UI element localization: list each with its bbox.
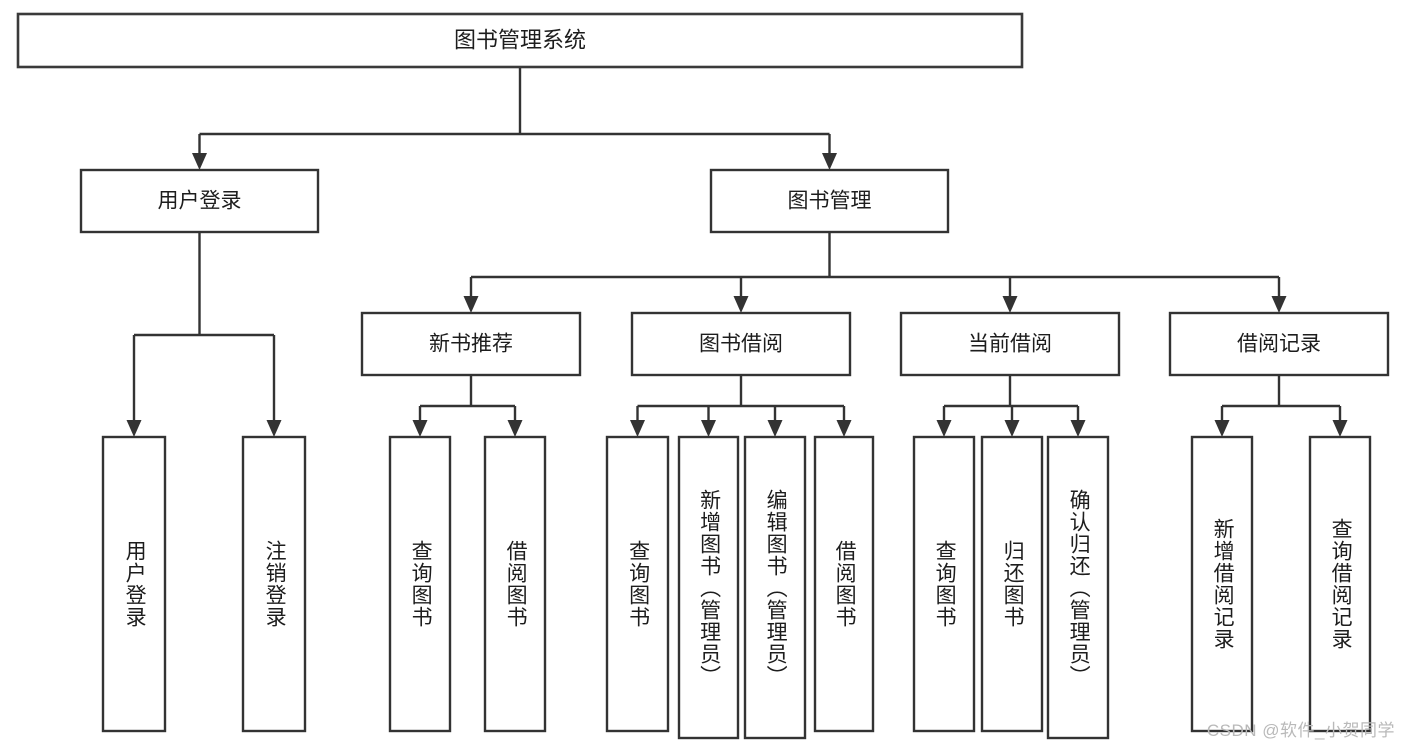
node-level3-3[interactable] bbox=[1168, 311, 1390, 377]
node-leaf-9[interactable] bbox=[980, 435, 1044, 733]
node-leaf-2[interactable] bbox=[388, 435, 452, 733]
arrow-head-icon bbox=[1002, 296, 1018, 313]
node-leaf-0[interactable] bbox=[101, 435, 167, 733]
arrow-head-icon bbox=[767, 420, 783, 437]
arrow-head-icon bbox=[701, 420, 716, 437]
box-layer bbox=[16, 12, 1390, 740]
node-level3-0[interactable] bbox=[360, 311, 582, 377]
node-level3-label-2: 当前借阅 bbox=[968, 333, 1052, 356]
arrow-head-icon bbox=[1214, 420, 1230, 437]
node-level3-1[interactable] bbox=[630, 311, 852, 377]
node-level3-label-3: 借阅记录 bbox=[1237, 333, 1321, 356]
arrow-head-icon bbox=[630, 420, 645, 437]
node-level3-label-0: 新书推荐 bbox=[429, 333, 513, 356]
node-leaf-7[interactable] bbox=[813, 435, 875, 733]
arrow-head-icon bbox=[507, 420, 523, 437]
node-level2-0[interactable] bbox=[79, 168, 320, 234]
node-level3-2[interactable] bbox=[899, 311, 1121, 377]
arrow-head-icon bbox=[1332, 420, 1348, 437]
node-root[interactable] bbox=[16, 12, 1024, 69]
arrow-head-icon bbox=[822, 153, 837, 170]
node-leaf-8[interactable] bbox=[912, 435, 976, 733]
arrow-head-icon bbox=[126, 420, 142, 437]
node-leaf-10[interactable] bbox=[1046, 435, 1110, 740]
connector-layer bbox=[126, 67, 1348, 437]
arrow-head-icon bbox=[266, 420, 282, 437]
arrow-head-icon bbox=[836, 420, 852, 437]
arrow-head-icon bbox=[1070, 420, 1086, 437]
node-leaf-4[interactable] bbox=[605, 435, 670, 733]
node-leaf-12[interactable] bbox=[1308, 435, 1372, 733]
arrow-head-icon bbox=[733, 296, 749, 313]
node-level2-1[interactable] bbox=[709, 168, 950, 234]
arrow-head-icon bbox=[936, 420, 952, 437]
watermark: CSDN @软件_小贺同学 bbox=[1206, 721, 1395, 740]
node-leaf-11[interactable] bbox=[1190, 435, 1254, 733]
node-level3-label-1: 图书借阅 bbox=[699, 333, 783, 356]
arrow-head-icon bbox=[1271, 296, 1287, 313]
node-leaf-6[interactable] bbox=[743, 435, 807, 740]
arrow-head-icon bbox=[463, 296, 479, 313]
node-leaf-3[interactable] bbox=[483, 435, 547, 733]
node-leaf-1[interactable] bbox=[241, 435, 307, 733]
arrow-head-icon bbox=[1004, 420, 1020, 437]
node-leaf-5[interactable] bbox=[677, 435, 740, 740]
arrow-head-icon bbox=[412, 420, 428, 437]
arrow-head-icon bbox=[192, 153, 207, 170]
node-level2-label-1: 图书管理 bbox=[788, 190, 872, 213]
node-level2-label-0: 用户登录 bbox=[158, 190, 242, 213]
node-root-label: 图书管理系统 bbox=[454, 27, 586, 52]
